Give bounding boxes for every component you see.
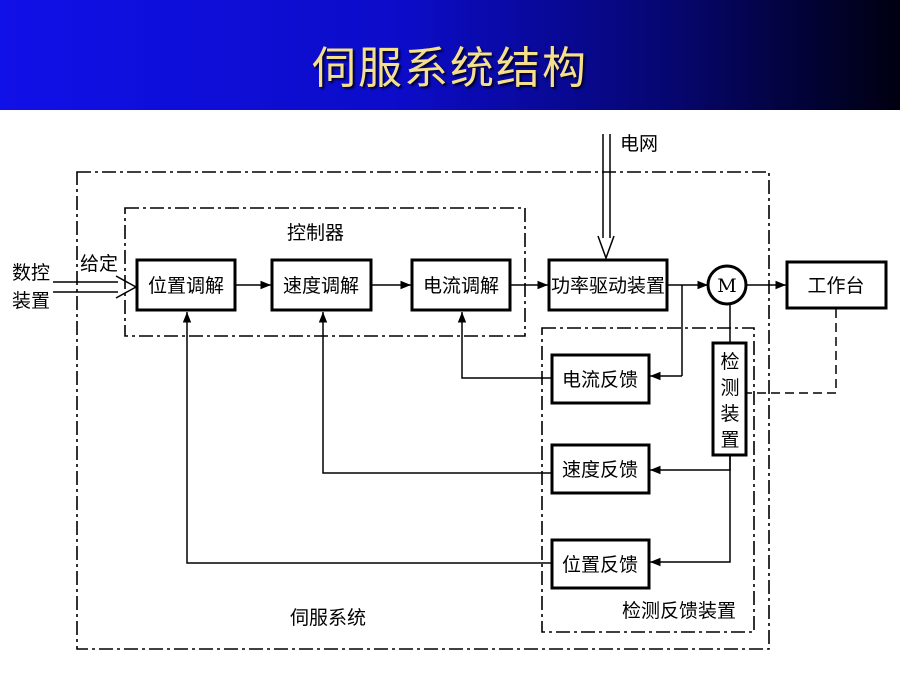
detector-label-char-4: 置	[720, 429, 739, 451]
position-feedback-block: 位置反馈	[550, 538, 651, 590]
worktable-label: 工作台	[807, 275, 864, 297]
detector-block: 检 测 装 置	[711, 341, 748, 457]
detector-label-char-2: 测	[720, 377, 739, 399]
controller-label: 控制器	[287, 222, 344, 244]
cnc-device-label-line1: 数控	[12, 262, 50, 284]
motor-block: M	[706, 264, 748, 306]
given-label: 给定	[80, 253, 118, 275]
cnc-device-label-line2: 装置	[12, 290, 50, 312]
arrow-current-feedback-to-regulator	[457, 312, 551, 379]
given-input-arrow	[53, 275, 138, 299]
detect-feedback-device-label: 检测反馈装置	[622, 600, 736, 622]
line-worktable-to-detector	[747, 309, 837, 394]
current-feedback-block: 电流反馈	[550, 353, 651, 405]
detector-label-char-3: 装	[720, 403, 739, 425]
speed-feedback-block: 速度反馈	[550, 443, 651, 495]
arrow-detector-to-position-feedback	[650, 456, 731, 567]
speed-regulator-block: 速度调解	[270, 258, 373, 312]
position-regulator-label: 位置调解	[148, 275, 224, 297]
grid-label: 电网	[620, 133, 658, 155]
grid-arrow	[597, 134, 615, 261]
position-feedback-label: 位置反馈	[562, 554, 638, 576]
slide-title: 伺服系统结构	[312, 43, 588, 94]
servo-system-label: 伺服系统	[290, 607, 366, 629]
motor-label: M	[717, 275, 736, 297]
title-banner	[0, 0, 900, 110]
detector-label-char-1: 检	[720, 351, 739, 373]
current-feedback-label: 电流反馈	[562, 369, 638, 391]
worktable-block: 工作台	[785, 260, 888, 310]
power-drive-block: 功率驱动装置	[547, 258, 669, 312]
speed-regulator-label: 速度调解	[283, 275, 359, 297]
controller-boundary	[124, 207, 526, 337]
servo-system-boundary	[76, 171, 770, 650]
arrow-position-feedback-to-regulator	[182, 312, 551, 564]
current-regulator-block: 电流调解	[410, 258, 512, 312]
arrow-detector-to-speed-feedback	[650, 456, 731, 475]
speed-feedback-label: 速度反馈	[562, 459, 638, 481]
position-regulator-block: 位置调解	[135, 258, 237, 312]
arrow-speed-feedback-to-regulator	[318, 312, 551, 474]
power-drive-label: 功率驱动装置	[551, 275, 665, 297]
detect-feedback-boundary	[541, 327, 755, 633]
current-regulator-label: 电流调解	[423, 275, 499, 297]
